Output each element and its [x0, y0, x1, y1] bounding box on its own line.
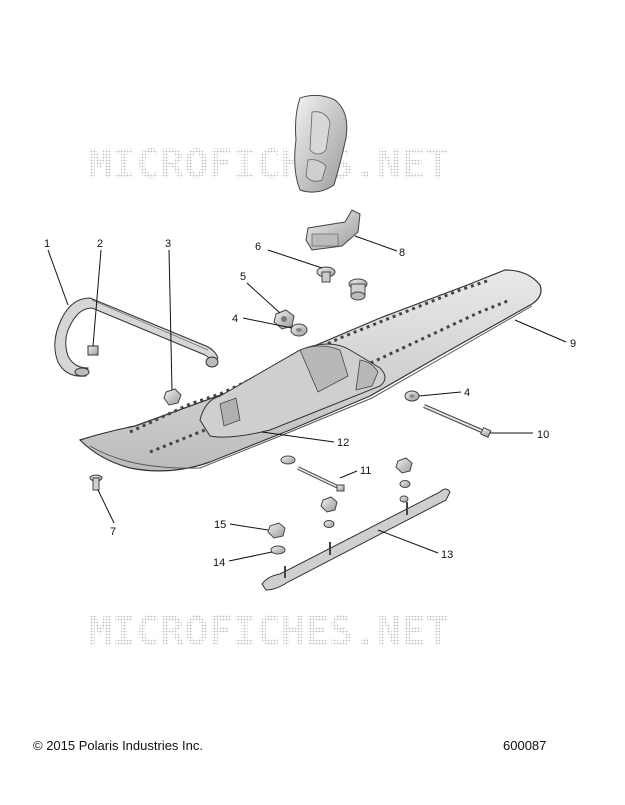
callout-2: 2 — [97, 238, 103, 250]
callout-4a: 4 — [232, 313, 238, 325]
callout-5: 5 — [240, 271, 246, 283]
part-5-nut — [273, 309, 295, 330]
callout-14: 14 — [213, 557, 225, 569]
part-11-bolt — [297, 466, 345, 492]
figure-number: 600087 — [503, 738, 547, 753]
leader-lines — [47, 235, 567, 562]
copyright-text: © 2015 Polaris Industries Inc. — [33, 738, 203, 753]
watermark-top: MICROFICHES.NET — [88, 142, 449, 188]
callout-9: 9 — [570, 338, 576, 350]
callouts: 1 2 3 4 5 6 7 8 9 4 10 11 12 13 14 15 — [44, 238, 576, 569]
callout-12: 12 — [337, 437, 349, 449]
callout-6: 6 — [255, 241, 261, 253]
callout-3: 3 — [165, 238, 171, 250]
part-13-runner — [261, 488, 451, 591]
part-10-bolt — [423, 404, 492, 438]
part-1-ski-loop — [54, 297, 219, 377]
spindle-bracket — [294, 94, 348, 193]
part-9-ski — [78, 269, 542, 472]
callout-4b: 4 — [464, 387, 470, 399]
callout-13: 13 — [441, 549, 453, 561]
part-12-washer — [280, 455, 296, 465]
part-6-shoulder-bolt — [316, 266, 336, 283]
callout-7: 7 — [110, 526, 116, 538]
part-4-washer-right — [404, 390, 420, 402]
watermark-bottom: MICROFICHES.NET — [88, 609, 449, 655]
part-14-washer — [270, 545, 286, 555]
part-7-bolt — [89, 474, 103, 491]
part-8-rubber-block — [305, 209, 361, 251]
callout-15: 15 — [214, 519, 226, 531]
bushing — [348, 278, 368, 301]
callout-1: 1 — [44, 238, 50, 250]
part-15-nut — [267, 522, 286, 539]
runner-fasteners — [320, 457, 413, 528]
callout-11: 11 — [360, 465, 371, 477]
callout-10: 10 — [537, 429, 549, 441]
part-4-washer-top — [290, 323, 308, 337]
part-2-nut — [87, 345, 99, 356]
callout-8: 8 — [399, 247, 405, 259]
part-3-nut — [163, 388, 182, 406]
